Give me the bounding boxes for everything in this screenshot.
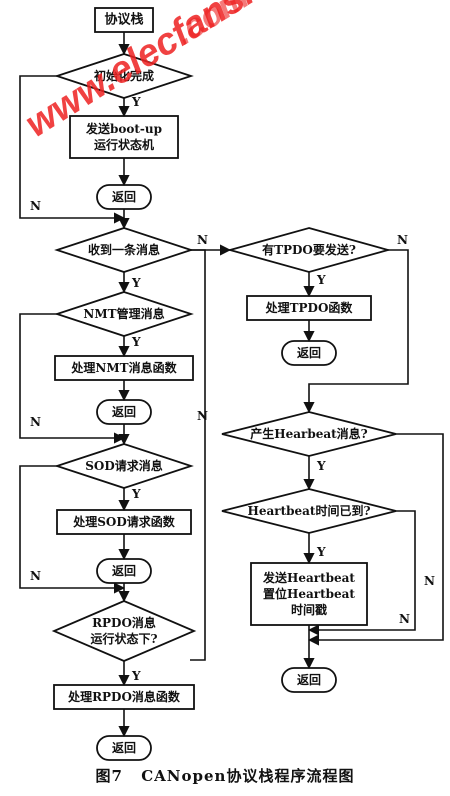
label-sod_proc-0: 处理SOD请求函数 [72, 514, 176, 529]
label-bootup-0: 发送boot-up [85, 121, 162, 136]
no-label: N [30, 199, 41, 213]
process-nmt_proc [54, 355, 194, 381]
label-ret4-0: 返回 [112, 740, 136, 755]
no-branch-hbgen [307, 433, 444, 646]
yes-label: Y [316, 545, 326, 559]
no-branch-init [19, 75, 126, 224]
process-tpdo_proc [246, 295, 372, 321]
no-branch-hbtime [307, 510, 416, 636]
no-label: N [399, 612, 410, 626]
label-init_done-0: 初始化完成 [94, 68, 154, 83]
label-hb_send-1: 置位Heartbeat [263, 586, 355, 601]
figure-caption: 图7 CANopen协议栈程序流程图 [0, 765, 450, 786]
label-sod_req-0: SOD请求消息 [85, 458, 163, 473]
yes-label: Y [316, 273, 326, 287]
label-ret3-0: 返回 [112, 563, 136, 578]
yes-label: Y [131, 335, 141, 349]
label-nmt_proc-0: 处理NMT消息函数 [70, 360, 177, 375]
figure-number: 图7 [95, 767, 123, 785]
no-branch-nmt [19, 313, 126, 444]
label-tpdo_proc-0: 处理TPDO函数 [265, 300, 354, 315]
label-ret2-0: 返回 [112, 404, 136, 419]
label-recv_msg-0: 收到一条消息 [88, 242, 160, 257]
label-nmt_msg-0: NMT管理消息 [83, 306, 164, 321]
no-branch-rpdo [190, 249, 206, 661]
label-rpdo_msg-0: RPDO消息 [92, 615, 156, 630]
no-label: N [30, 415, 41, 429]
label-bootup-1: 运行状态机 [94, 137, 154, 152]
no-label: N [424, 574, 435, 588]
no-label: N [397, 233, 408, 247]
label-start-0: 协议栈 [104, 12, 143, 28]
yes-label: Y [131, 487, 141, 501]
yes-label: Y [131, 276, 141, 290]
figure-title: CANopen协议栈程序流程图 [141, 767, 355, 785]
label-rpdo_msg-1: 运行状态下? [90, 631, 157, 646]
yes-label: Y [131, 95, 141, 109]
no-label: N [197, 233, 208, 247]
label-ret5-0: 返回 [297, 345, 321, 360]
yes-label: Y [131, 669, 141, 683]
label-ret6-0: 返回 [297, 672, 321, 687]
label-hb_gen-0: 产生Hearbeat消息? [250, 426, 367, 441]
label-hb_send-2: 时间戳 [291, 602, 327, 617]
no-label: N [30, 569, 41, 583]
label-rpdo_proc-0: 处理RPDO消息函数 [67, 689, 181, 704]
label-hb_time-0: Heartbeat时间已到? [248, 503, 371, 518]
process-hb_send [250, 562, 368, 626]
label-tpdo_send-0: 有TPDO要发送? [262, 242, 356, 257]
no-branch-sod [19, 465, 126, 594]
label-ret1-0: 返回 [112, 189, 136, 204]
yes-label: Y [316, 459, 326, 473]
label-hb_send-0: 发送Heartbeat [262, 570, 355, 585]
no-branch-tpdo [303, 249, 409, 414]
no-label: N [197, 409, 208, 423]
decision-rpdo_msg [51, 600, 197, 662]
